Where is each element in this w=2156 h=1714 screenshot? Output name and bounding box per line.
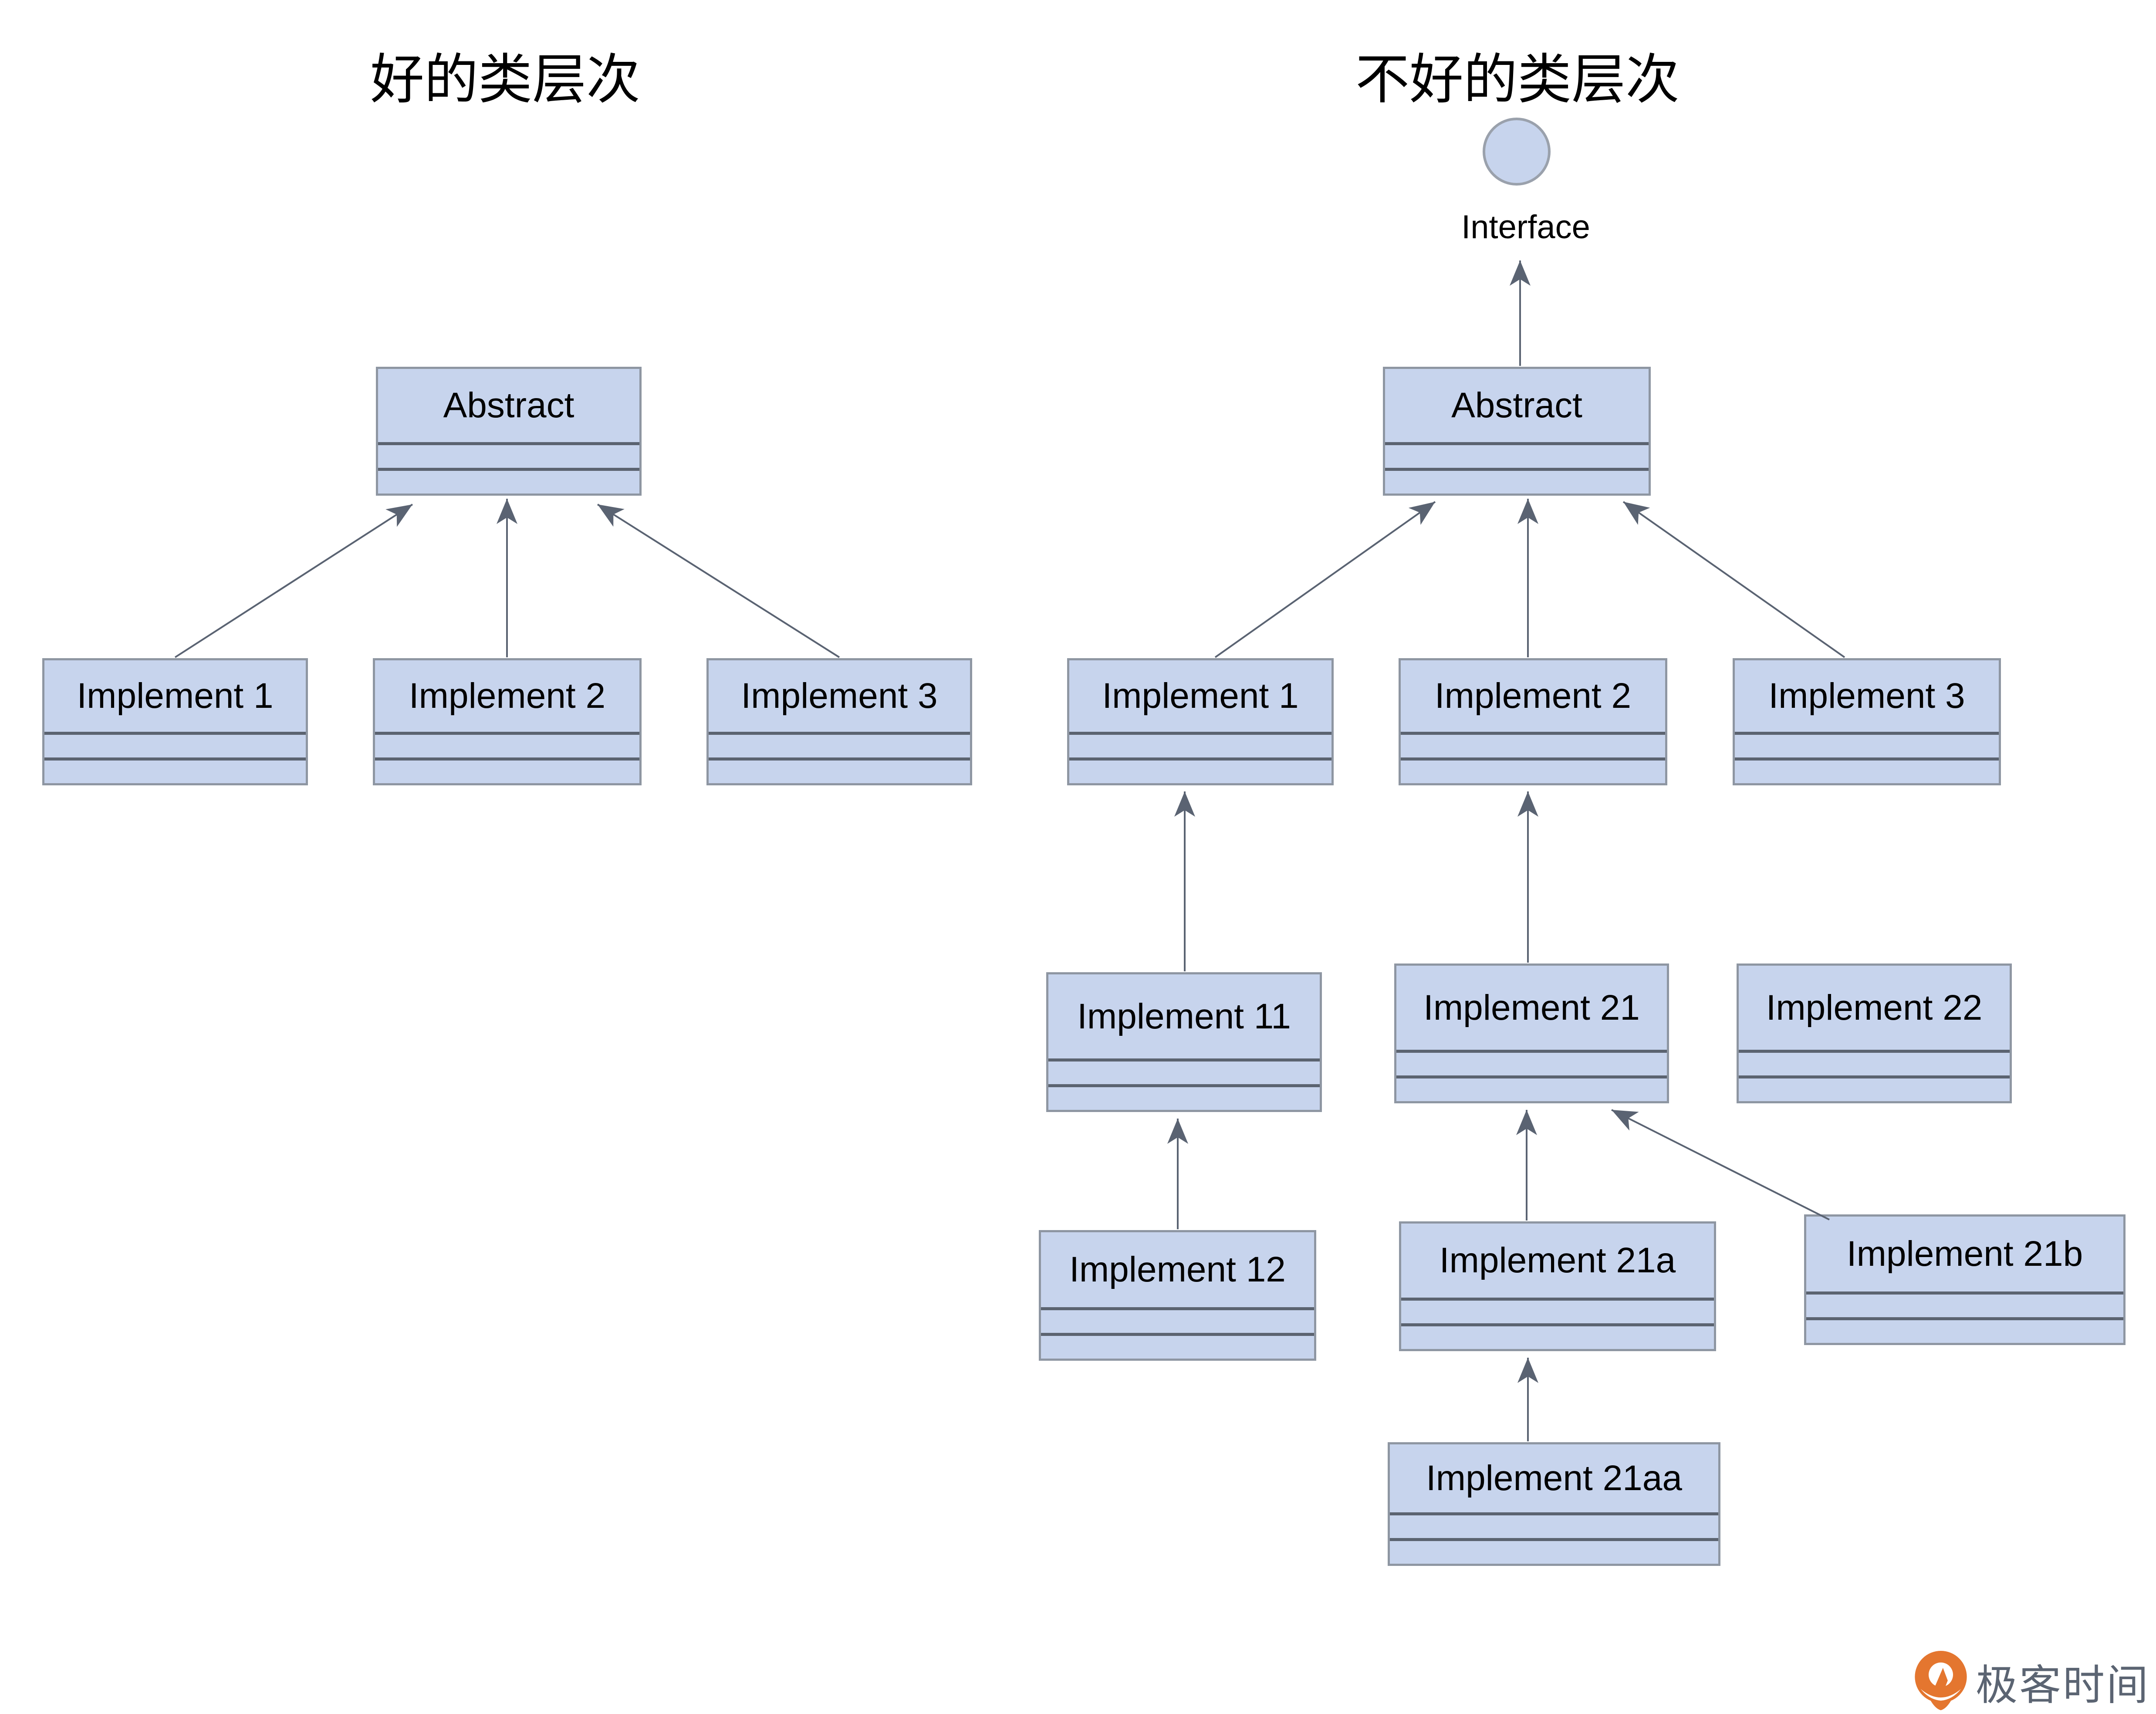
class-box-implement-12: Implement 12 [1039,1230,1316,1361]
fields-compartment [1041,1307,1314,1333]
fields-compartment [1401,732,1665,757]
fields-compartment [1048,1058,1320,1084]
fields-compartment [44,732,306,757]
class-name: Implement 1 [77,676,274,716]
interface-label: Interface [1461,209,1590,246]
methods-compartment [1385,468,1649,494]
class-name: Implement 2 [1434,676,1632,716]
fields-compartment [1069,732,1331,757]
class-name: Abstract [1451,385,1582,425]
geektime-logo-icon [1915,1651,1967,1711]
methods-compartment [1735,757,1999,783]
class-box-implement-11: Implement 11 [1046,972,1322,1112]
methods-compartment [378,468,639,494]
class-box-implement-3-right: Implement 3 [1733,658,2001,785]
inheritance-arrow-implement-3-right-to-abstract-right [1622,501,1845,658]
class-box-abstract-right: Abstract [1383,367,1651,496]
methods-compartment [1401,757,1665,783]
methods-compartment [1739,1075,2010,1101]
class-name: Abstract [443,385,574,425]
fields-compartment [1735,732,1999,757]
fields-compartment [1401,1298,1714,1323]
class-box-implement-1-left: Implement 1 [42,658,308,785]
class-box-implement-21: Implement 21 [1394,963,1669,1103]
class-box-implement-3-left: Implement 3 [706,658,972,785]
inheritance-arrow-implement-1-right-to-abstract-right [1214,501,1436,658]
methods-compartment [1390,1538,1718,1564]
methods-compartment [44,757,306,783]
fields-compartment [1806,1291,2123,1317]
fields-compartment [375,732,639,757]
inheritance-arrow-implement-1-left-to-abstract-left [174,504,413,658]
class-name: Implement 21aa [1426,1458,1682,1498]
methods-compartment [1069,757,1331,783]
class-box-implement-21a: Implement 21a [1399,1221,1716,1351]
methods-compartment [375,757,639,783]
class-name: Implement 21b [1846,1234,2083,1274]
fields-compartment [1385,442,1649,468]
fields-compartment [1396,1050,1667,1075]
class-box-implement-2-right: Implement 2 [1399,658,1667,785]
methods-compartment [1401,1323,1714,1349]
class-box-abstract-left: Abstract [376,367,642,496]
methods-compartment [1806,1317,2123,1343]
inheritance-arrow-implement-21b-to-implement-21 [1611,1109,1830,1220]
class-box-implement-2-left: Implement 2 [373,658,642,785]
fields-compartment [378,442,639,468]
class-name: Implement 3 [1768,676,1965,716]
fields-compartment [709,732,970,757]
inheritance-arrow-implement-3-left-to-abstract-left [597,504,840,658]
methods-compartment [1396,1075,1667,1101]
fields-compartment [1390,1512,1718,1538]
class-name: Implement 21 [1423,987,1640,1028]
class-box-implement-1-right: Implement 1 [1067,658,1334,785]
left-diagram-title: 好的类层次 [370,48,640,111]
class-name: Implement 2 [409,676,606,716]
fields-compartment [1739,1050,2010,1075]
right-diagram-title: 不好的类层次 [1355,48,1680,111]
class-name: Implement 22 [1766,987,1983,1028]
class-name: Implement 1 [1102,676,1299,716]
methods-compartment [709,757,970,783]
brand-watermark: 极客时间 [1912,1651,2150,1712]
methods-compartment [1041,1333,1314,1359]
brand-name: 极客时间 [1976,1660,2150,1710]
class-name: Implement 3 [741,676,938,716]
class-name: Implement 21a [1439,1241,1676,1280]
class-box-implement-21aa: Implement 21aa [1388,1442,1720,1566]
methods-compartment [1048,1084,1320,1110]
interface-circle [1483,118,1551,186]
class-box-implement-21b: Implement 21b [1804,1214,2126,1345]
class-name: Implement 12 [1069,1250,1286,1289]
class-box-implement-22: Implement 22 [1737,963,2012,1103]
class-name: Implement 11 [1077,996,1291,1036]
